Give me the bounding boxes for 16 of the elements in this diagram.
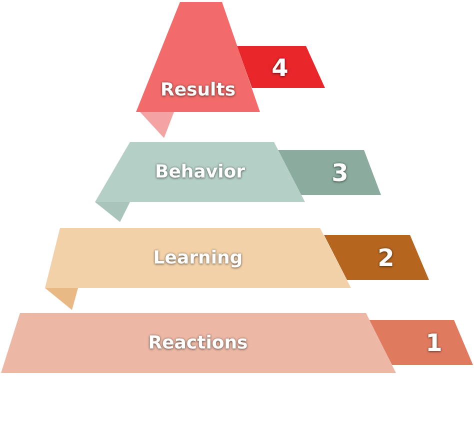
level-number: 3: [332, 159, 348, 187]
number-tab: [369, 320, 474, 366]
level-number: 1: [426, 329, 442, 357]
pyramid-tier: [44, 228, 352, 312]
level-number: 2: [378, 244, 394, 272]
level-number: 4: [272, 54, 288, 82]
level-label: Results: [160, 80, 236, 100]
pyramid-tier: [94, 142, 306, 224]
pyramid-tier: [134, 2, 262, 140]
level-label: Reactions: [148, 332, 248, 354]
level-label: Behavior: [154, 162, 246, 182]
level-label: Learning: [153, 248, 243, 268]
number-tab: [324, 235, 430, 281]
pyramid-tier: [0, 313, 397, 375]
number-tab: [237, 46, 327, 90]
number-tab: [278, 150, 382, 196]
